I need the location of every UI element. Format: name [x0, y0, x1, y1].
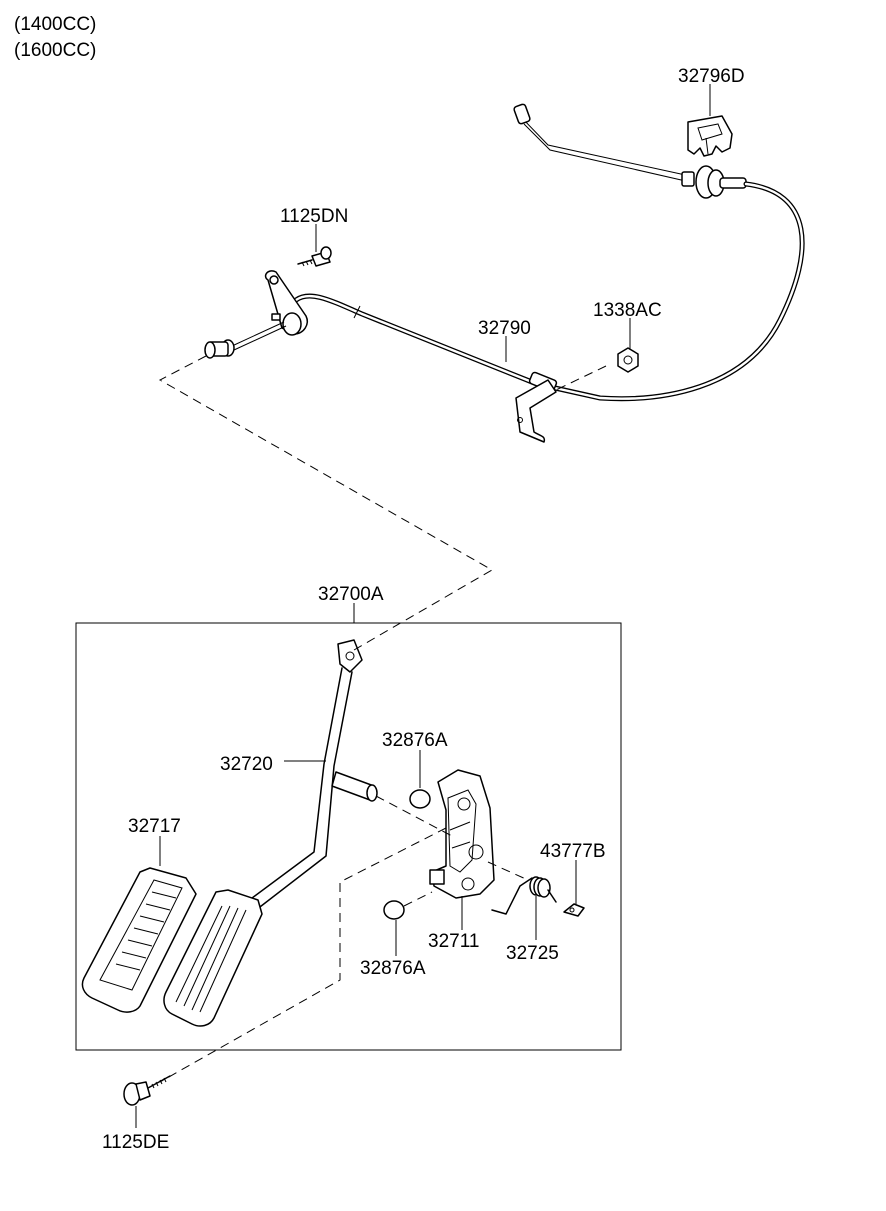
cable-clip-32796D[interactable]: [687, 115, 733, 157]
label-32790: 32790: [478, 318, 531, 339]
accelerator-cable-32790[interactable]: [204, 103, 805, 443]
label-32876A-bottom: 32876A: [360, 958, 426, 979]
cap-32876A-top[interactable]: [409, 789, 431, 809]
engine-variant-1400cc: (1400CC): [14, 14, 96, 35]
label-43777B: 43777B: [540, 841, 606, 862]
pedal-pad-mounted: [163, 889, 263, 1027]
label-32725: 32725: [506, 943, 559, 964]
cable-grommet: [681, 165, 747, 199]
label-1125DN: 1125DN: [280, 206, 348, 227]
return-spring-32725[interactable]: [491, 876, 557, 915]
leader-lines: [135, 84, 711, 1128]
label-32700A: 32700A: [318, 584, 384, 605]
pivot-pin: [331, 771, 378, 802]
label-32796D: 32796D: [678, 66, 745, 87]
pedal-bracket-32711[interactable]: [429, 769, 495, 899]
assembly-dashed-lines: [158, 355, 607, 1083]
label-1125DE: 1125DE: [102, 1132, 169, 1153]
label-32711: 32711: [428, 931, 479, 952]
label-32720: 32720: [220, 754, 273, 775]
label-32876A-top: 32876A: [382, 730, 448, 751]
engine-variant-1600cc: (1600CC): [14, 40, 96, 61]
pedal-arm-32720[interactable]: [243, 639, 363, 911]
clip-43777B[interactable]: [563, 903, 585, 917]
label-32717: 32717: [128, 816, 181, 837]
pedal-pad-32717[interactable]: [81, 867, 197, 1013]
cap-32876A-bottom[interactable]: [383, 900, 405, 920]
nut-1338AC[interactable]: [617, 347, 639, 373]
bolt-1125DE[interactable]: [123, 1075, 171, 1106]
label-1338AC: 1338AC: [593, 300, 662, 321]
pedal-assembly-box-32700A: [75, 622, 622, 1051]
bolt-1125DN[interactable]: [297, 246, 332, 267]
cable-end-fitting: [204, 339, 235, 359]
